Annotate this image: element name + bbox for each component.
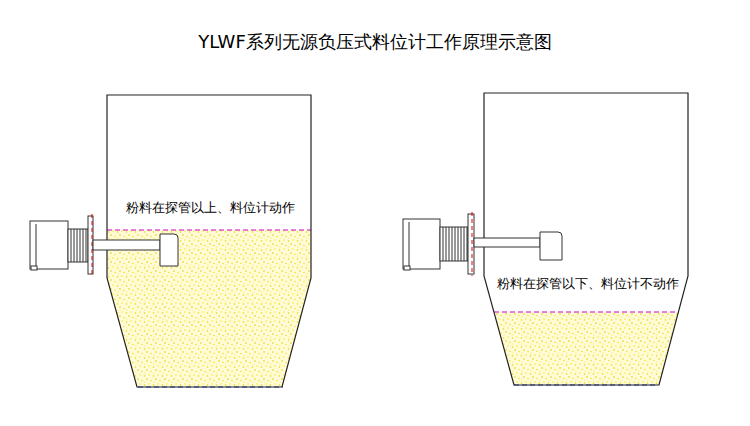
level-line — [494, 312, 678, 313]
bellows-fold — [446, 227, 447, 261]
silo-outline — [484, 93, 690, 387]
bellows-fold — [86, 229, 87, 262]
bellows-fold — [464, 227, 465, 261]
flange — [468, 214, 474, 274]
gauge-housing — [403, 219, 440, 269]
bellows-fold — [77, 229, 78, 262]
probe-pipe — [93, 240, 160, 250]
flange — [88, 216, 93, 274]
diagram-title: YLWF系列无源负压式料位计工作原理示意图 — [0, 30, 750, 54]
bellows-fold — [80, 229, 81, 262]
silo-note: 粉料在探管以上、料位计动作 — [125, 200, 296, 216]
silo-wall — [107, 95, 311, 387]
silo-outline — [107, 95, 313, 389]
silo-note: 粉料在探管以下、料位计不动作 — [496, 276, 680, 292]
bellows-fold — [452, 227, 453, 261]
silo: 粉料在探管以上、料位计动作 — [107, 95, 311, 387]
level-line — [107, 230, 311, 231]
bellows-fold — [71, 229, 72, 262]
powder — [107, 230, 311, 387]
probe-pipe — [474, 238, 540, 247]
silo-wall — [484, 93, 688, 385]
silo: 粉料在探管以下、料位计不动作 — [484, 93, 688, 385]
gauge-housing — [30, 221, 68, 269]
bellows-fold — [461, 227, 462, 261]
bellows — [68, 229, 88, 262]
bellows-fold — [443, 227, 444, 261]
bellows — [440, 227, 468, 261]
bellows-fold — [449, 227, 450, 261]
bellows-fold — [467, 227, 468, 261]
bellows-fold — [458, 227, 459, 261]
bellows-fold — [455, 227, 456, 261]
probe-head — [540, 232, 562, 260]
powder — [494, 312, 678, 385]
bellows-fold — [83, 229, 84, 262]
bellows-fold — [74, 229, 75, 262]
probe-head — [160, 234, 178, 266]
